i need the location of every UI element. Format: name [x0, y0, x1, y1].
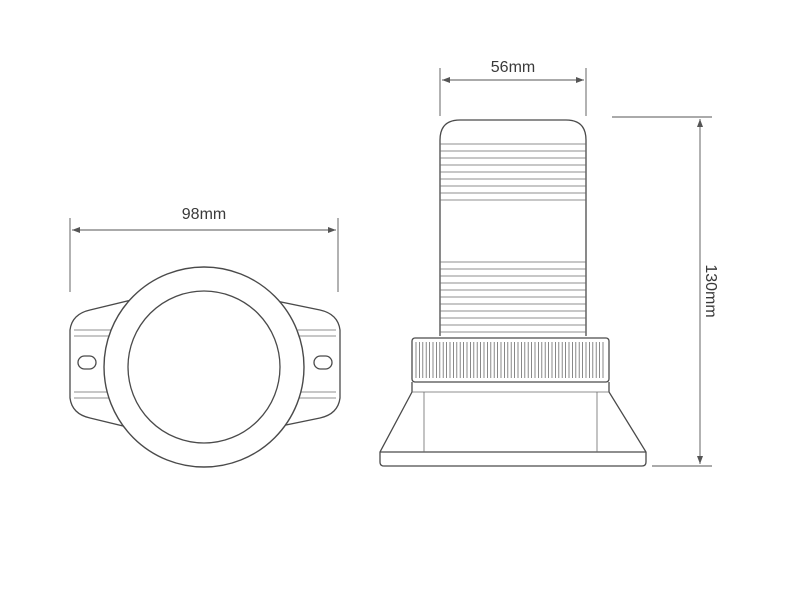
width-dimension-label: 98mm — [182, 206, 226, 223]
height-dimension: 130mm — [612, 116, 719, 467]
right-ear-ribs — [298, 329, 336, 399]
top-view — [69, 266, 341, 468]
lower-lens-ribs — [440, 261, 586, 333]
lens-circle — [127, 290, 281, 444]
knurled-collar — [411, 337, 610, 383]
right-mounting-hole — [313, 355, 333, 370]
collar-knurling — [415, 342, 604, 378]
height-dimension-label: 130mm — [702, 264, 719, 317]
dome-cap — [439, 119, 587, 172]
diameter-dimension-label: 56mm — [491, 59, 535, 76]
side-view — [379, 119, 647, 467]
left-mounting-hole — [77, 355, 97, 370]
diameter-dimension: 56mm — [439, 59, 587, 116]
body-outer-circle — [103, 266, 305, 468]
upper-lens-ribs — [440, 143, 586, 201]
base-skirt — [379, 382, 647, 467]
left-ear-ribs — [74, 329, 112, 399]
width-dimension: 98mm — [69, 206, 339, 292]
